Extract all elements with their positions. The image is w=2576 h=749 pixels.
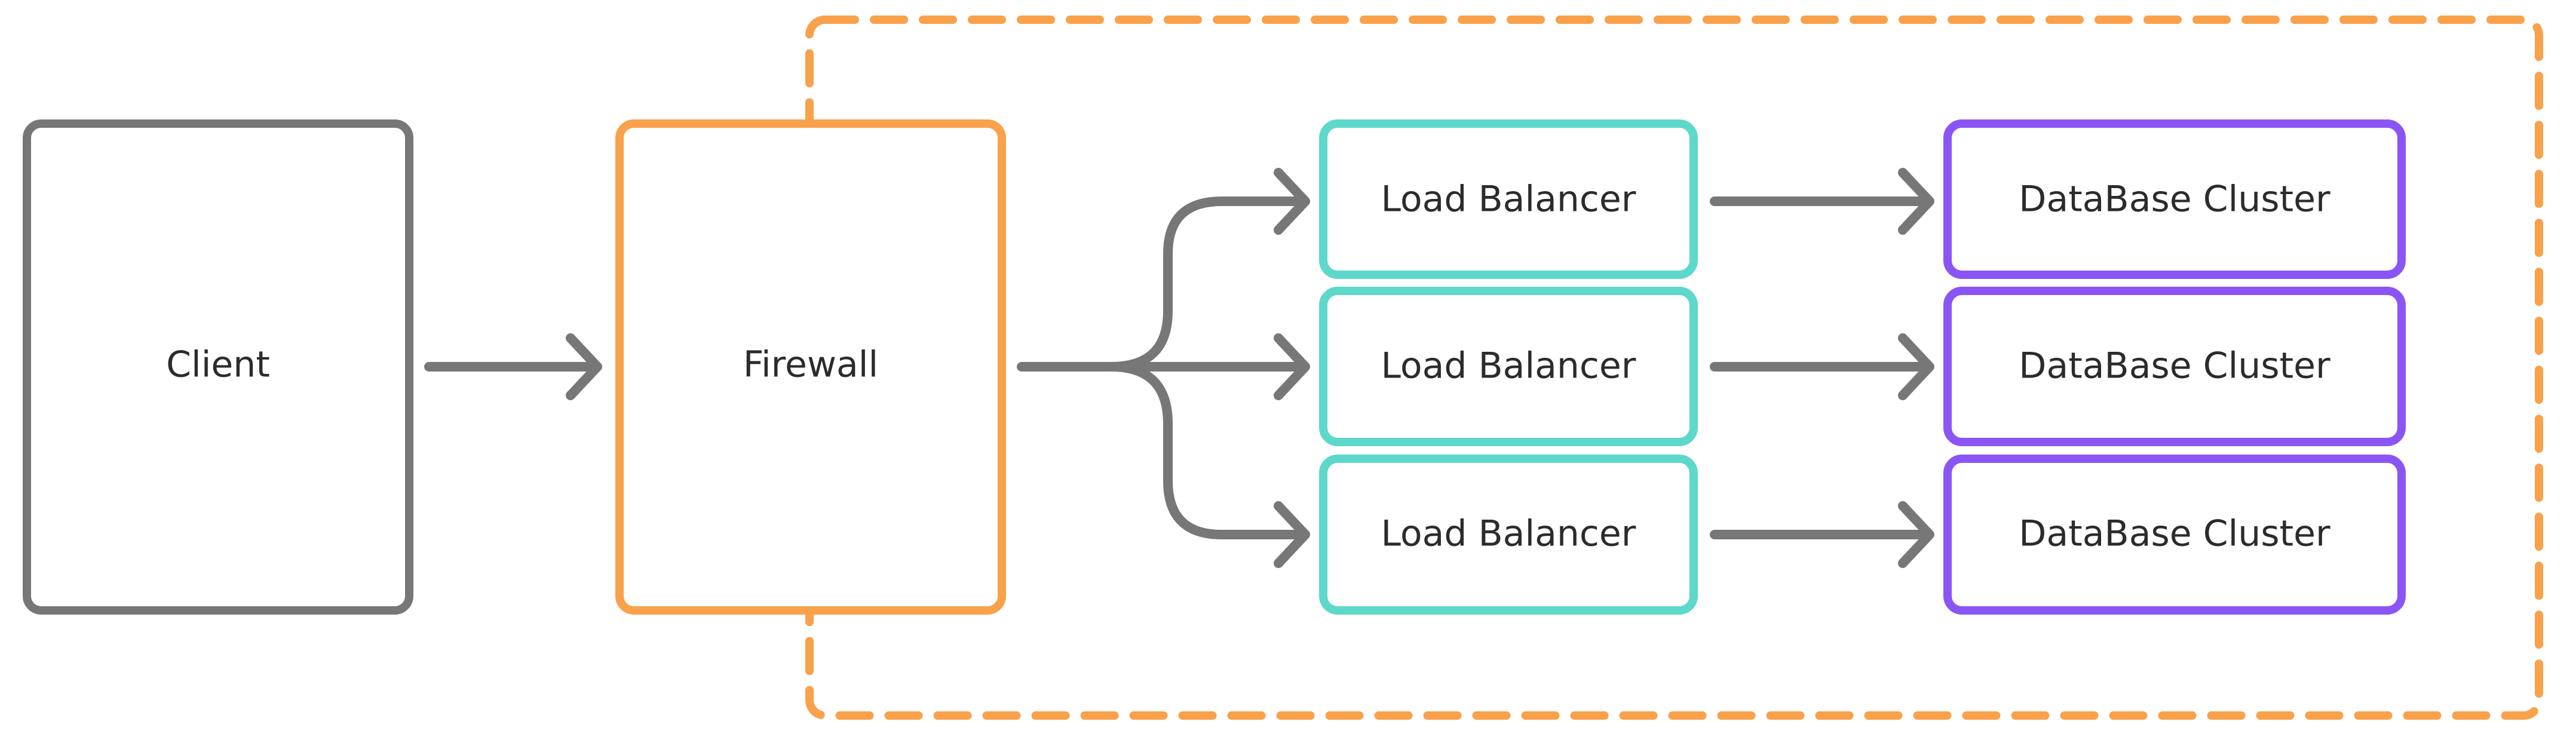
client-node[interactable]: Client xyxy=(23,119,413,615)
load-balancer-node-3[interactable]: Load Balancer xyxy=(1319,455,1698,615)
load-balancer-node-1[interactable]: Load Balancer xyxy=(1319,119,1698,279)
arrow-firewall-to-load-balancer-2 xyxy=(1017,333,1310,400)
arrow-load-balancer-1-to-database-1 xyxy=(1710,168,1934,235)
firewall-node[interactable]: Firewall xyxy=(615,119,1006,615)
load-balancer-label: Load Balancer xyxy=(1381,513,1636,555)
arrow-firewall-to-load-balancer-3 xyxy=(1106,362,1310,568)
connectors xyxy=(424,168,1934,568)
load-balancer-label: Load Balancer xyxy=(1381,179,1636,220)
arrow-load-balancer-3-to-database-3 xyxy=(1710,501,1934,568)
database-cluster-label: DataBase Cluster xyxy=(2019,345,2330,387)
client-label: Client xyxy=(166,344,270,386)
database-cluster-label: DataBase Cluster xyxy=(2019,513,2330,555)
load-balancer-label: Load Balancer xyxy=(1381,345,1636,387)
firewall-label: Firewall xyxy=(743,344,878,386)
arrow-client-to-firewall xyxy=(424,333,602,400)
database-cluster-node-2[interactable]: DataBase Cluster xyxy=(1943,287,2406,446)
database-cluster-node-1[interactable]: DataBase Cluster xyxy=(1943,119,2406,279)
database-cluster-node-3[interactable]: DataBase Cluster xyxy=(1943,455,2406,615)
load-balancer-node-2[interactable]: Load Balancer xyxy=(1319,287,1698,446)
arrow-load-balancer-2-to-database-2 xyxy=(1710,333,1934,400)
database-cluster-label: DataBase Cluster xyxy=(2019,179,2330,220)
arrow-firewall-to-load-balancer-1 xyxy=(1106,168,1310,372)
